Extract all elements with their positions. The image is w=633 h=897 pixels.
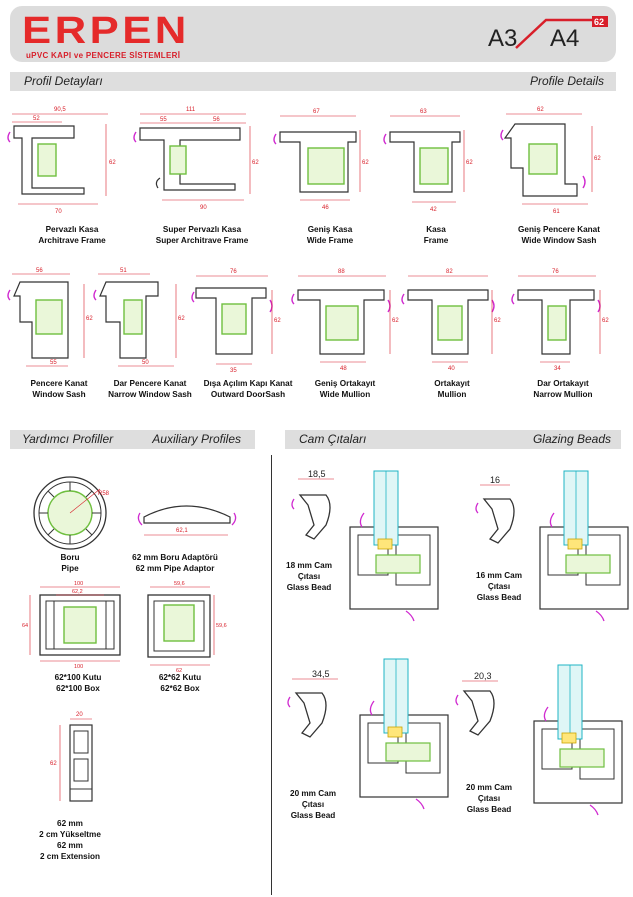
- dim: 62: [274, 318, 281, 324]
- dim: 62: [602, 318, 609, 324]
- auxiliary-drawings: R58 62,1 100 62,2 100 64 59,6 62 59,6 20…: [22, 476, 237, 802]
- dim: 100: [74, 581, 83, 587]
- dim: 59,6: [216, 623, 227, 629]
- dim: 62: [466, 160, 473, 166]
- dim: 62: [537, 107, 544, 113]
- dim: 62: [109, 160, 116, 166]
- bead-dim: 18,5: [308, 469, 326, 479]
- dim: 111: [186, 107, 196, 113]
- dim: 56: [36, 268, 43, 274]
- dim: 62: [594, 156, 601, 162]
- section-profile-details: Profil Detayları Profile Details: [10, 72, 616, 91]
- dim: 48: [340, 366, 347, 372]
- section-title-tr: Yardımcı Profiller: [22, 432, 114, 446]
- dim: 46: [322, 205, 329, 211]
- dim: 90,5: [54, 107, 66, 113]
- series-b: A4: [550, 25, 579, 52]
- section-auxiliary-profiles: Yardımcı Profiller Auxiliary Profiles: [10, 430, 255, 449]
- dim: 56: [213, 117, 220, 123]
- dim: 90: [200, 205, 207, 211]
- dim: 35: [230, 368, 237, 374]
- dim: 59,6: [174, 581, 185, 587]
- dim: 62: [494, 318, 501, 324]
- dim: 61: [553, 209, 560, 215]
- dim: 52: [33, 116, 40, 122]
- series-badge-num: 62: [594, 17, 604, 27]
- dim: 40: [448, 366, 455, 372]
- dim: 55: [50, 360, 57, 366]
- bead-dim: 16: [490, 475, 500, 485]
- dim: 62: [392, 318, 399, 324]
- dim: 62: [86, 316, 93, 322]
- dim: 20: [76, 712, 83, 718]
- brand-logo: ERPEN: [22, 10, 190, 52]
- dim: 100: [74, 664, 83, 670]
- dim: 42: [430, 207, 437, 213]
- bead-18mm: [291, 494, 331, 540]
- section-title-en: Profile Details: [529, 74, 604, 88]
- dim: 62,2: [72, 589, 83, 595]
- series-a: A3: [488, 25, 517, 52]
- section-title-en: Auxiliary Profiles: [152, 432, 241, 446]
- dim: 67: [313, 109, 320, 115]
- dim: 76: [552, 269, 559, 275]
- bead-dim: 20,3: [474, 671, 492, 681]
- dim: R58: [98, 491, 110, 497]
- dim: 76: [230, 269, 237, 275]
- dim: 62,1: [176, 528, 188, 534]
- dim: 34: [554, 366, 561, 372]
- brand-tagline: uPVC KAPI ve PENCERE SİSTEMLERİ: [26, 51, 181, 60]
- glazing-bead-drawings: 18,5 16 34,5 20,3: [287, 469, 629, 816]
- dim: 62: [178, 316, 185, 322]
- profiles-row1-drawings: 90,5 52 70 62 111 55 56 90 62 67 46 62 6: [7, 107, 601, 215]
- profiles-row2-drawings: 56 55 62 51 50 62 76 35 62 88 48 62: [7, 268, 609, 374]
- column-divider: [271, 455, 272, 895]
- bead-20mm-a: [287, 692, 327, 738]
- section-title-tr: Profil Detayları: [24, 74, 103, 88]
- dim: 88: [338, 269, 345, 275]
- section-title-tr: Cam Çıtaları: [299, 432, 367, 446]
- dim: 63: [420, 109, 427, 115]
- dim: 62: [176, 668, 182, 674]
- bead-20mm-b: [455, 690, 495, 736]
- bead-16mm: [475, 498, 515, 544]
- dim: 51: [120, 268, 127, 274]
- dim: 62: [252, 160, 259, 166]
- bead-dim: 34,5: [312, 669, 330, 679]
- dim: 50: [142, 360, 149, 366]
- section-title-en: Glazing Beads: [532, 432, 611, 446]
- dim: 82: [446, 269, 453, 275]
- section-glazing-beads: Cam Çıtaları Glazing Beads: [285, 430, 621, 449]
- dim: 62: [50, 761, 57, 767]
- dim: 64: [22, 623, 28, 629]
- dim: 62: [362, 160, 369, 166]
- dim: 55: [160, 117, 167, 123]
- series-badge: A3 A4 62: [488, 16, 608, 52]
- dim: 70: [55, 209, 62, 215]
- header-banner: [10, 6, 616, 62]
